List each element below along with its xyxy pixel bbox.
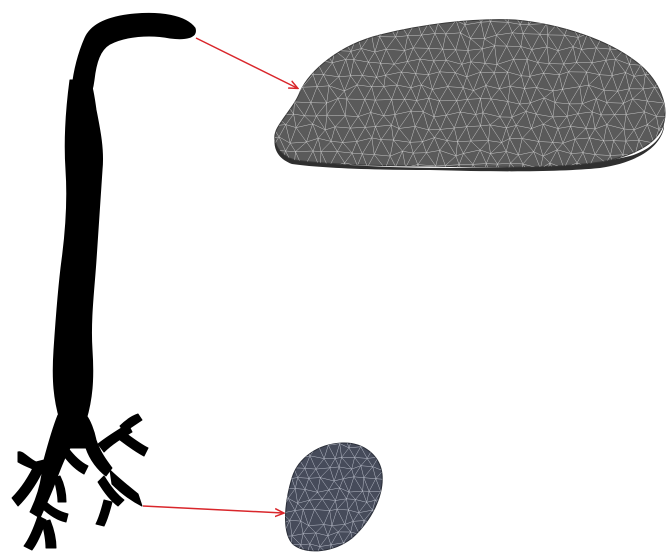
airway-branch-right3 [120,432,148,456]
airway-tree [12,13,195,550]
airway-branch-left6 [54,476,66,502]
airway-bifurcation [18,415,112,518]
arrow-to-bronchial-mesh [143,506,283,513]
arrow-to-nasal-mesh [196,38,297,88]
airway-trunk [53,80,102,420]
nasal-mesh [262,7,667,195]
bronchial-mesh [277,433,405,555]
airway-branch-left4 [42,520,56,548]
airway-branch-left2 [24,516,46,550]
airway-branch-left5 [64,448,88,474]
airway-branch-right6 [96,500,112,526]
